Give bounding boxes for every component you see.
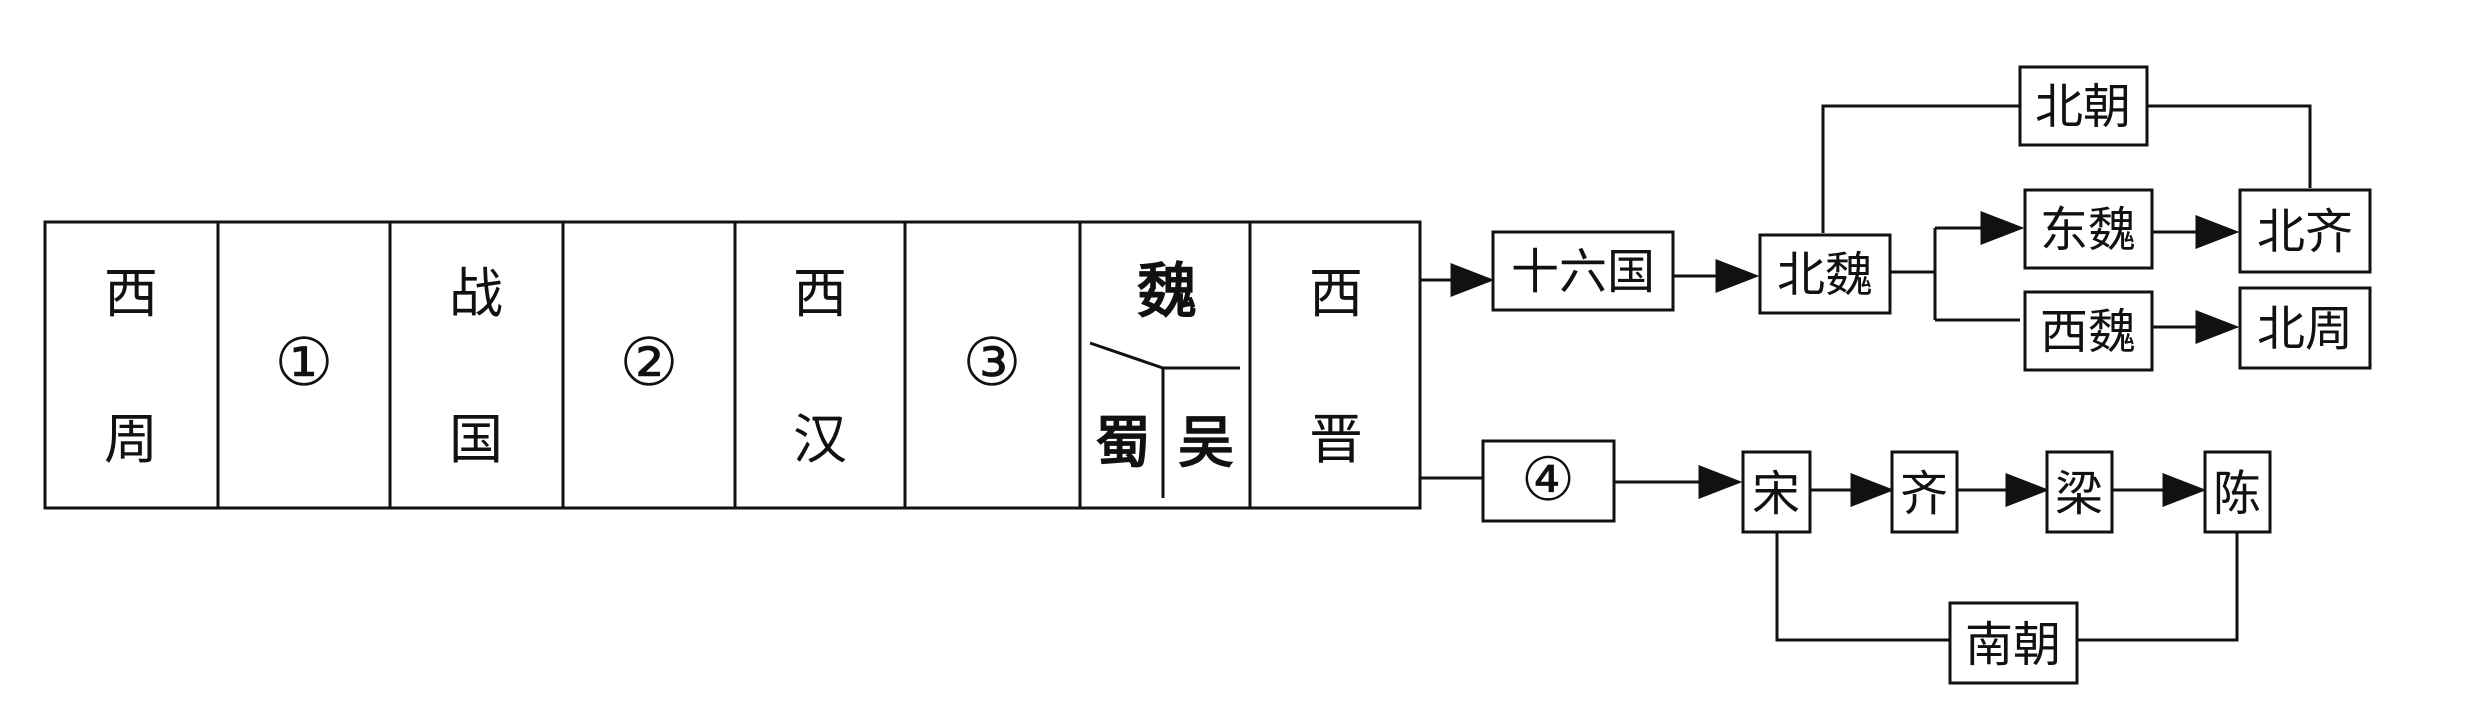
blank-1-label: ① — [274, 324, 333, 401]
box-blank-4 — [1481, 439, 1616, 523]
cell-xijin-bottom: 晋 — [1309, 408, 1363, 471]
label-northern-qi: 北齐 — [2257, 204, 2353, 260]
box-eastern-wei — [2023, 188, 2154, 270]
boxes — [1481, 65, 2372, 685]
box-qi — [1890, 450, 1959, 534]
cell-wei: 魏 — [1137, 257, 1197, 327]
label-blank-4: ④ — [1521, 445, 1575, 515]
label-southern-dynasties: 南朝 — [1965, 617, 2061, 673]
label-northern-wei: 北魏 — [1777, 247, 1873, 303]
box-labels: 十六国 北魏 北朝 东魏 西魏 北齐 北周 ④ 宋 齐 梁 陈 南朝 — [1511, 79, 2353, 673]
timeline-table — [43, 220, 1422, 510]
cell-xizhou-top: 西 — [104, 262, 158, 325]
box-western-wei — [2023, 290, 2154, 372]
box-northern-zhou — [2238, 286, 2372, 370]
label-northern-zhou: 北周 — [2257, 301, 2353, 357]
box-northern-qi — [2238, 188, 2372, 274]
box-liang — [2045, 450, 2114, 534]
label-liang: 梁 — [2055, 466, 2103, 522]
box-southern-dynasties — [1948, 601, 2079, 685]
connectors — [1420, 104, 2312, 642]
box-northern-wei — [1758, 233, 1892, 315]
northern-dynasties-bracket — [1821, 104, 2020, 233]
timeline-labels: 西 周 ① 战 国 ② 西 汉 ③ 魏 蜀 吴 西 晋 — [104, 257, 1363, 476]
box-northern-dynasties — [2018, 65, 2149, 147]
box-chen — [2203, 450, 2272, 534]
three-kingdoms-split — [1089, 341, 1240, 370]
label-chen: 陈 — [2213, 466, 2261, 522]
cell-xihan-bottom: 汉 — [793, 408, 847, 471]
label-qi: 齐 — [1900, 466, 1948, 522]
label-western-wei: 西魏 — [2040, 304, 2136, 360]
cell-zhanguo-top: 战 — [449, 262, 503, 325]
cell-xizhou-bottom: 周 — [104, 408, 158, 471]
label-song: 宋 — [1752, 466, 1800, 522]
blank-2-label: ② — [619, 324, 678, 401]
cell-xihan-top: 西 — [793, 262, 847, 325]
label-northern-dynasties: 北朝 — [2035, 79, 2131, 135]
box-song — [1741, 450, 1812, 534]
label-eastern-wei: 东魏 — [2040, 202, 2136, 258]
cell-zhanguo-bottom: 国 — [449, 408, 503, 471]
label-sixteen-kingdoms: 十六国 — [1511, 244, 1655, 300]
cell-xijin-top: 西 — [1309, 262, 1363, 325]
southern-dynasties-bracket — [1775, 530, 1950, 642]
box-sixteen-kingdoms — [1491, 230, 1675, 312]
cell-shu: 蜀 — [1095, 410, 1151, 476]
cell-wu: 吴 — [1178, 410, 1234, 476]
blank-3-label: ③ — [962, 324, 1021, 401]
